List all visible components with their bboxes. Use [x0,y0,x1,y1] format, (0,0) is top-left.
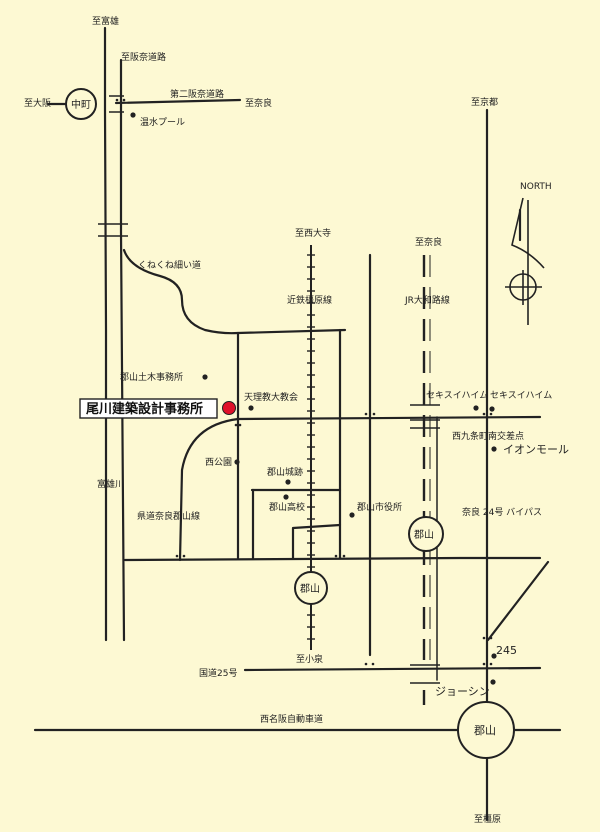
intersection-marks [115,98,493,666]
label-nara24-bypass: 奈良 24号 バイパス [462,506,542,518]
koriyama-jr-station-label: 郡山 [414,529,434,541]
label-aeon: イオンモール [503,443,569,456]
label-onsui-pool: 温水プール [140,116,185,128]
joshin-dot [490,679,496,685]
label-to-koizumi: 至小泉 [296,653,323,665]
label-second-hanna: 第二阪奈道路 [170,88,224,100]
koriyama-jr-station-circle [408,516,444,552]
road-prefectural-ew [123,556,542,562]
road-tomio-east [119,58,126,642]
high-school-dot [283,494,289,500]
label-nishikujo: 西九条町南交差点 [452,430,524,442]
koriyama-ic-label: 郡山 [474,724,496,737]
nishi-park-dot [234,459,240,465]
label-nishi-park: 西公園 [205,457,232,468]
nakamachi-label: 中町 [71,98,91,111]
label-prefectural-road: 県道奈良郡山線 [137,510,200,522]
nakamachi-circle [65,88,97,120]
road-second-hanna [114,98,242,105]
tenri-dot [248,405,254,411]
label-jr-yamatoji: JR大和路線 [404,294,450,306]
road-office-curve [178,417,240,562]
koriyama-kintetsu-station-label: 郡山 [300,583,320,595]
office-label: 尾川建築設計事務所 [86,401,203,417]
svg-text:NORTH: NORTH [520,182,552,192]
road-kunekune [122,248,347,335]
koriyama-kintetsu-station-circle [294,571,328,605]
label-koriyama-high: 郡山高校 [269,501,305,513]
label-to-nara-jr: 至奈良 [415,236,442,248]
label-to-kashihara: 至橿原 [474,813,501,825]
sekisui-dot-1 [473,405,479,411]
label-to-osaka: 至大阪 [24,97,51,109]
label-r245: 245 [496,644,517,657]
road-route-25 [243,666,542,672]
koriyama-ic-circle [457,701,515,759]
onsui-pool-dot [130,112,136,118]
label-joshin: ジョーシン [435,685,490,698]
road-tomio-west [103,26,108,642]
rail-kintetsu-ticks [307,254,315,640]
label-kunekune: くねくね細い道 [138,259,201,271]
compass-north-icon: NORTH [505,182,552,325]
label-doboku: 郡山土木事務所 [120,371,183,383]
label-to-tomio: 至富雄 [92,15,119,27]
road-diagonal-east [486,560,550,642]
label-city-hall: 郡山市役所 [357,501,402,513]
label-sekisui-2: セキスイハイム [490,390,552,401]
label-tenri-univ: 天理教大教会 [244,391,298,403]
rail-jr-yamatoji [410,255,440,705]
city-hall-dot [349,512,355,518]
label-to-hanna-road: 至阪奈道路 [121,51,166,63]
label-kintetsu-kashihara: 近鉄橿原線 [287,294,332,306]
sekisui-dot-2 [489,406,495,412]
road-office-ew [236,415,542,421]
r245-dot [491,653,497,659]
castle-dot [285,479,291,485]
label-to-nara-top: 至奈良 [245,97,272,109]
label-to-kyoto: 至京都 [471,96,498,108]
doboku-dot [202,374,208,380]
label-sekisui-1: セキスイハイム [426,390,488,401]
label-route25: 国道25号 [199,667,237,679]
aeon-dot [491,446,497,452]
label-koriyama-castle: 郡山城跡 [267,466,303,478]
label-nishimeihan: 西名阪自動車道 [260,713,323,725]
label-to-saidaiji: 至西大寺 [295,227,331,239]
road-high-school [291,523,342,560]
office-marker-icon [222,401,236,415]
office-label-box [79,398,218,419]
road-crossing-marks [98,95,440,429]
label-tomio-river: 富雄川 [97,478,124,490]
